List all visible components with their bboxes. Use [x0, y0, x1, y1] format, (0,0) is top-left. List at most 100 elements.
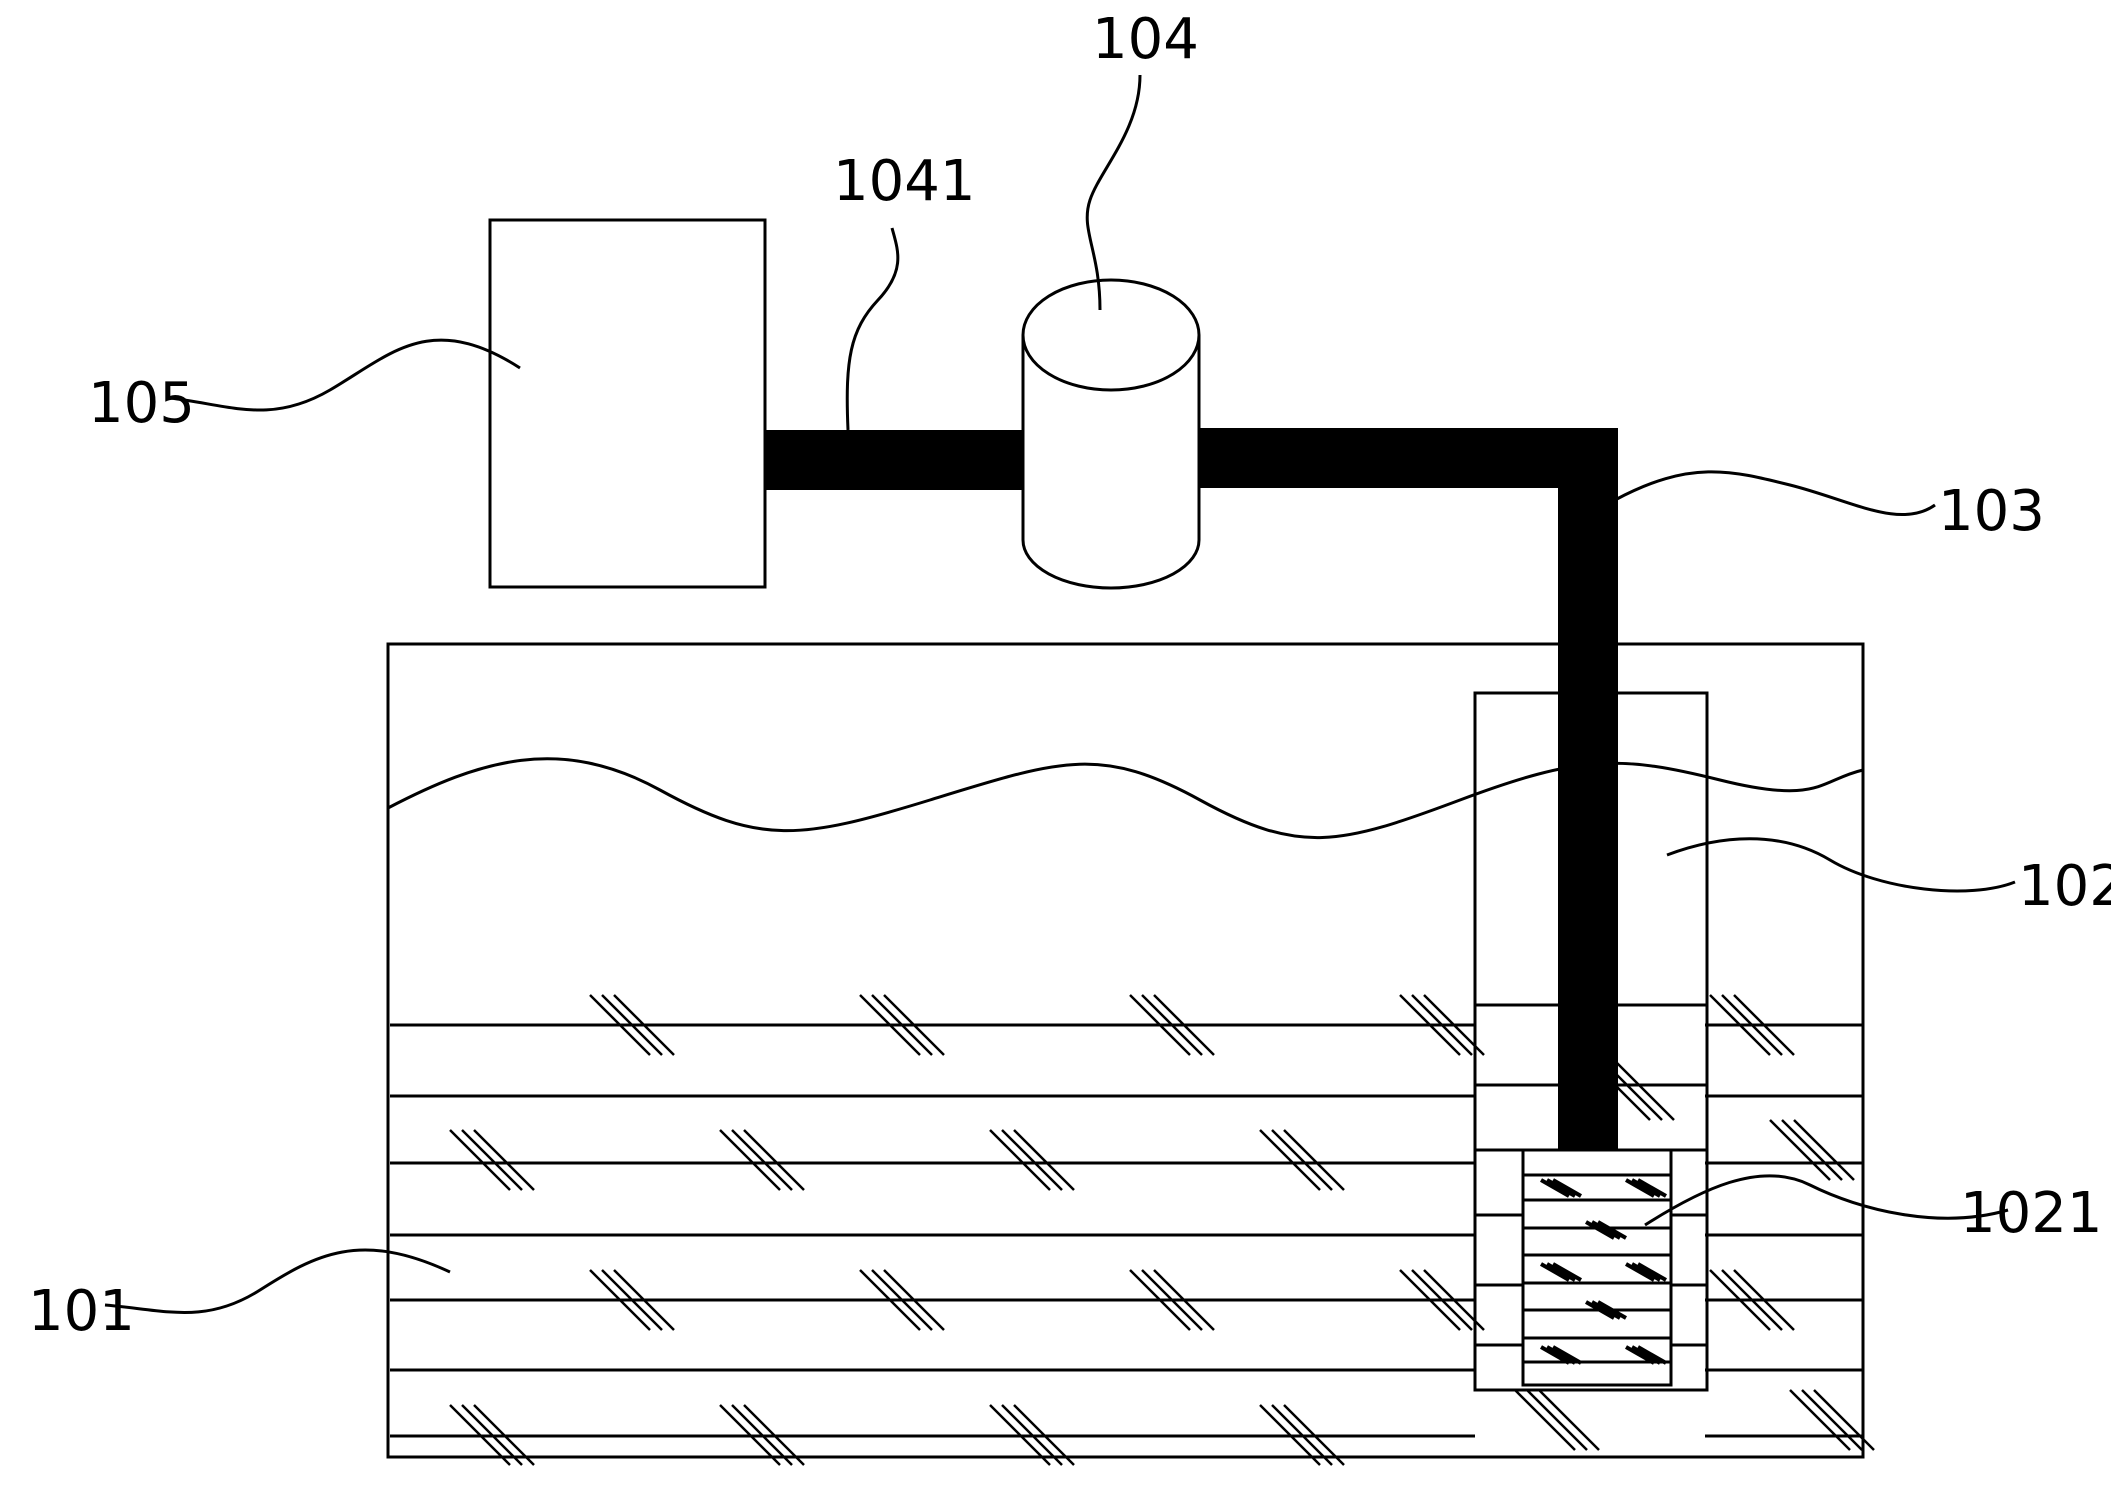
- hatch-mark: [1129, 994, 1191, 1056]
- leader-105: [169, 338, 521, 412]
- hatch-mark: [719, 1404, 781, 1466]
- hatch-mark: [1789, 1389, 1851, 1451]
- label-104: 104: [1092, 7, 1199, 72]
- filter-mark: [1637, 1262, 1667, 1282]
- filter-mark: [1597, 1220, 1627, 1240]
- hatch-mark: [743, 1129, 805, 1191]
- leader-101: [104, 1248, 451, 1314]
- filter-mark: [1637, 1178, 1667, 1198]
- label-1041: 1041: [833, 149, 976, 214]
- filter-mark: [1631, 1178, 1661, 1198]
- filter-mark: [1625, 1178, 1655, 1198]
- hatch-mark: [1399, 994, 1461, 1056]
- hatch-mark: [1769, 1119, 1831, 1181]
- hatch-mark: [1526, 1389, 1588, 1451]
- hatch-mark: [1283, 1129, 1345, 1191]
- filter-mark: [1546, 1262, 1576, 1282]
- hatch-mark: [1001, 1404, 1063, 1466]
- hatch-mark: [871, 994, 933, 1056]
- hatch-mark: [589, 994, 651, 1056]
- hatch-mark: [461, 1404, 523, 1466]
- label-1021: 1021: [1960, 1181, 2103, 1246]
- hatch-mark: [743, 1404, 805, 1466]
- filter-mark: [1591, 1300, 1621, 1320]
- hatch-mark: [883, 1269, 945, 1331]
- leader-103: [1614, 470, 1936, 516]
- filter-mark: [1552, 1345, 1582, 1365]
- hatch-mark: [1271, 1404, 1333, 1466]
- filter-mark: [1585, 1220, 1615, 1240]
- label-102: 102: [2018, 854, 2111, 919]
- hatch-mark: [473, 1404, 535, 1466]
- hatch-mark: [1153, 994, 1215, 1056]
- label-105: 105: [88, 371, 195, 436]
- hatch-mark: [1271, 1129, 1333, 1191]
- leader-1021: [1644, 1174, 2009, 1227]
- filter-mark: [1631, 1262, 1661, 1282]
- hatch-mark: [731, 1129, 793, 1191]
- hatch-mark: [859, 994, 921, 1056]
- hatch-mark: [1141, 1269, 1203, 1331]
- hatch-mark: [473, 1129, 535, 1191]
- leader-104: [1085, 74, 1142, 311]
- filter-mark: [1631, 1345, 1661, 1365]
- hatch-mark: [1613, 1059, 1675, 1121]
- hatch-mark: [871, 1269, 933, 1331]
- hatch-mark: [883, 994, 945, 1056]
- hatch-mark: [1733, 1269, 1795, 1331]
- hatch-mark: [989, 1404, 1051, 1466]
- hatch-mark: [449, 1129, 511, 1191]
- hatch-mark: [1709, 1269, 1771, 1331]
- delivery-pipe: [1195, 428, 1618, 1150]
- hatch-mark: [1153, 1269, 1215, 1331]
- hatch-mark: [1399, 1269, 1461, 1331]
- hatch-mark: [1141, 994, 1203, 1056]
- hatch-mark: [1733, 994, 1795, 1056]
- hatch-mark: [1801, 1389, 1863, 1451]
- filter-mark: [1546, 1178, 1576, 1198]
- pump-pipe: [765, 430, 1023, 490]
- hatch-mark: [1721, 994, 1783, 1056]
- hatch-mark: [601, 1269, 663, 1331]
- label-101: 101: [28, 1279, 135, 1344]
- hatch-mark: [859, 1269, 921, 1331]
- hatch-mark: [1013, 1404, 1075, 1466]
- filter-mark: [1625, 1262, 1655, 1282]
- soil-hatches: [449, 994, 1875, 1466]
- hatch-mark: [461, 1129, 523, 1191]
- hatch-mark: [1721, 1269, 1783, 1331]
- filter-mark: [1585, 1300, 1615, 1320]
- hatch-mark: [1514, 1389, 1576, 1451]
- hatch-mark: [1813, 1389, 1875, 1451]
- hatch-mark: [613, 994, 675, 1056]
- hatch-mark: [1283, 1404, 1345, 1466]
- hatch-mark: [1709, 994, 1771, 1056]
- filter-marks: [1540, 1178, 1667, 1365]
- hatch-mark: [719, 1129, 781, 1191]
- hatch-mark: [1259, 1129, 1321, 1191]
- leader-102: [1666, 837, 2016, 893]
- filter-mark: [1540, 1345, 1570, 1365]
- water-surface: [387, 757, 1864, 840]
- filter-mark: [1625, 1345, 1655, 1365]
- hatch-mark: [1538, 1389, 1600, 1451]
- hatch-mark: [731, 1404, 793, 1466]
- pump-cylinder: [1021, 278, 1201, 590]
- filter-mark: [1540, 1178, 1570, 1198]
- filter-mark: [1546, 1345, 1576, 1365]
- hatch-mark: [1013, 1129, 1075, 1191]
- soil-layers: [390, 1023, 1863, 1438]
- filter-mark: [1591, 1220, 1621, 1240]
- label-103: 103: [1938, 479, 2045, 544]
- hatch-mark: [1411, 994, 1473, 1056]
- hatch-mark: [1259, 1404, 1321, 1466]
- hatch-mark: [1793, 1119, 1855, 1181]
- hatch-mark: [1129, 1269, 1191, 1331]
- hatch-mark: [449, 1404, 511, 1466]
- filter-mark: [1540, 1262, 1570, 1282]
- control-box: [488, 218, 767, 589]
- filter-mark: [1637, 1345, 1667, 1365]
- hatch-mark: [989, 1129, 1051, 1191]
- leader-1041: [845, 227, 900, 431]
